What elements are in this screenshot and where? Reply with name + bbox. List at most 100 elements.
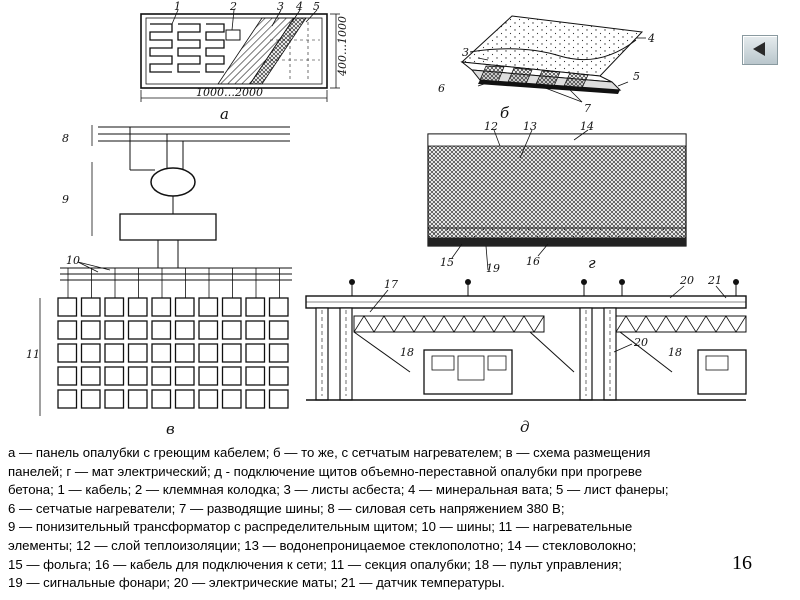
page-number: 16 [732,552,752,574]
label-b-4: 4 [647,32,655,45]
heating-element [174,320,195,340]
heating-element [127,297,148,317]
heating-element [127,389,148,409]
figure-a-panel [140,9,340,102]
heating-element [268,389,289,409]
heating-element [127,366,148,386]
heating-element [127,343,148,363]
label-c-9: 9 [62,193,69,206]
heating-element [174,297,195,317]
heating-element [174,366,195,386]
label-a-letter: а [220,105,229,123]
heating-element [57,366,78,386]
label-c-letter: в [166,420,175,438]
heating-element [221,320,242,340]
caption-line: панелей; г — мат электрический; д - подк… [8,463,643,479]
heating-element [80,297,101,317]
heating-element [80,343,101,363]
label-a-3: 3 [277,0,284,13]
caption-line: 9 — понизительный трансформатор с распре… [8,519,633,535]
label-c-11: 11 [26,348,40,361]
signal-lamps [349,279,739,296]
figure-b-panel [460,15,646,103]
heating-element [268,320,289,340]
heating-element [245,320,266,340]
label-a-2: 2 [229,0,237,13]
label-d-18-right: 18 [668,346,682,359]
heating-element [245,297,266,317]
heating-element [57,389,78,409]
heating-element [80,320,101,340]
heating-element [245,389,266,409]
label-c-8: 8 [62,132,69,145]
caption-line: 6 — сетчатые нагреватели; 7 — разводящие… [8,500,565,516]
heating-element [151,343,172,363]
label-g-19: 19 [486,262,500,275]
heating-element [245,366,266,386]
caption-line: элементы; 12 — слой теплоизоляции; 13 — … [8,537,637,553]
heating-element [80,389,101,409]
label-g-13: 13 [523,120,537,133]
label-a-5: 5 [313,0,320,13]
label-d-letter: д [520,418,530,436]
figure-g-mat [427,129,687,271]
label-b-3: 3 [462,46,469,59]
figure-d-formwork [305,279,747,401]
label-d-20-bottom: 20 [633,336,648,349]
label-c-10: 10 [66,254,80,267]
heating-element [268,343,289,363]
label-a-height: 400…1000 [336,16,349,77]
heating-element [245,343,266,363]
heating-element [104,297,125,317]
heating-element [174,389,195,409]
label-b-letter: б [500,104,510,122]
caption-line: а — панель опалубки с греющим кабелем; б… [8,445,651,460]
heating-element [151,389,172,409]
heating-element [104,366,125,386]
label-b-7: 7 [584,102,591,115]
heating-element [198,297,219,317]
label-a-1: 1 [174,0,181,13]
label-b-6: 6 [438,82,445,95]
caption-line: бетона; 1 — кабель; 2 — клеммная колодка… [8,482,669,498]
heating-element [221,366,242,386]
heating-element [151,320,172,340]
heating-element [57,343,78,363]
label-d-21: 21 [707,274,722,287]
label-g-letter: г [588,254,596,272]
heating-element [104,320,125,340]
heating-element [80,366,101,386]
heating-element [268,366,289,386]
heating-element [151,297,172,317]
heating-element [198,366,219,386]
heating-element [221,297,242,317]
label-g-12: 12 [484,120,498,133]
heating-element [57,297,78,317]
heating-element [221,343,242,363]
heating-element [198,389,219,409]
heating-element [127,320,148,340]
heating-element [57,320,78,340]
triangle-left-icon [753,42,765,56]
heating-element [198,343,219,363]
figure-c-scheme [39,125,292,416]
label-d-18-left: 18 [400,346,414,359]
heating-panel-grid [57,268,289,409]
label-g-14: 14 [580,120,594,133]
caption-line: 15 — фольга; 16 — кабель для подключения… [8,556,622,572]
label-a-4: 4 [295,0,303,13]
label-a-width: 1000…2000 [196,86,263,99]
label-b-5: 5 [633,70,640,83]
label-d-17: 17 [384,278,398,291]
label-d-20-top: 20 [679,274,694,287]
back-button[interactable] [742,35,778,65]
caption-line: 19 — сигнальные фонари; 20 — электрическ… [8,575,505,591]
heating-element [151,366,172,386]
heating-element [104,343,125,363]
heating-element [174,343,195,363]
heating-element [104,389,125,409]
figure-caption: а — панель опалубки с греющим кабелем; б… [8,444,792,593]
heating-element [198,320,219,340]
label-g-15: 15 [440,256,454,269]
